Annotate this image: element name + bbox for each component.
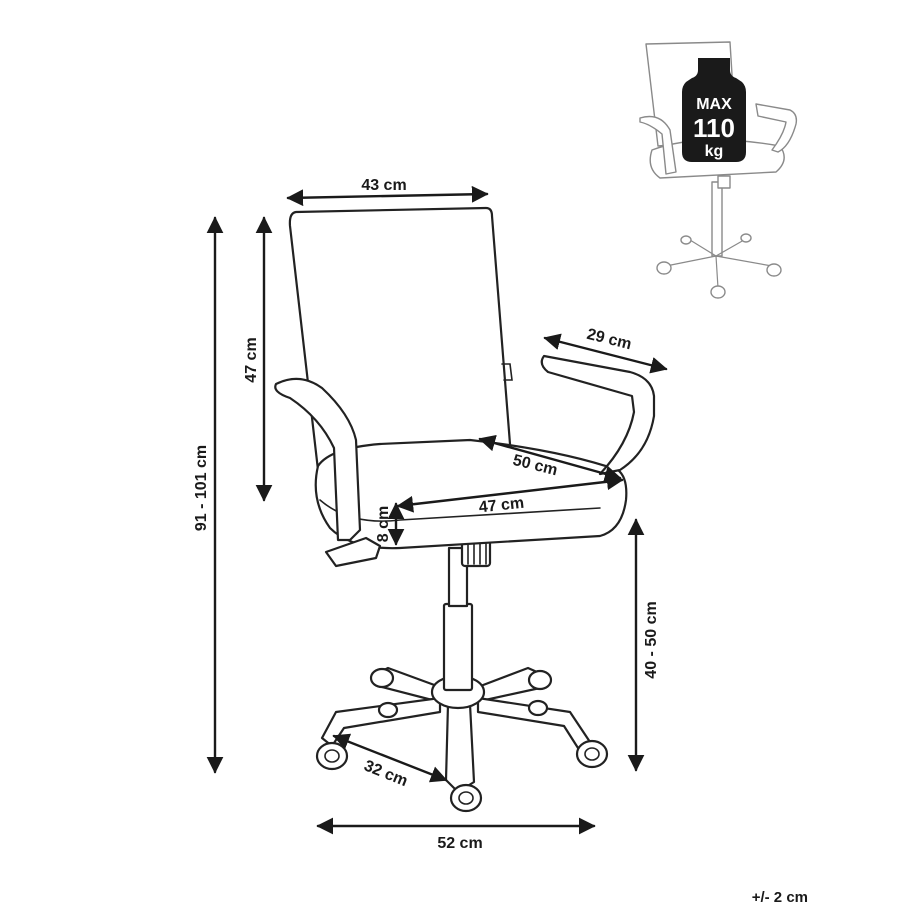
caster-wheel [377, 701, 399, 719]
seat [314, 438, 628, 550]
base-width-label: 52 cm [437, 835, 482, 852]
caster-wheel [369, 667, 395, 689]
tolerance-note: +/- 2 cm [751, 889, 808, 906]
caster-wheel [449, 783, 483, 813]
weight-icon [682, 58, 746, 162]
caster-wheel [315, 741, 349, 771]
weight-capacity-badge: MAX 110 kg [682, 58, 746, 162]
caster-wheel [527, 699, 549, 717]
chair-illustration [274, 206, 656, 813]
left-armrest [274, 377, 362, 542]
seat-width-label: 47 cm [478, 495, 525, 517]
backrest-height-label: 47 cm [243, 337, 260, 382]
tilt-lever [324, 536, 382, 568]
badge-unit-label: kg [705, 143, 724, 160]
gas-lift [442, 538, 492, 692]
seat-thickness-label: 8 cm [375, 506, 392, 542]
total-height-label: 91 - 101 cm [193, 445, 210, 531]
backrest-width-label: 43 cm [361, 177, 406, 194]
badge-max-label: MAX [696, 96, 732, 113]
caster-wheel [527, 669, 553, 691]
dimension-lines [206, 185, 668, 835]
caster-wheel [575, 739, 609, 769]
badge-weight-value: 110 [693, 113, 735, 143]
seat-height-label: 40 - 50 cm [643, 601, 660, 678]
